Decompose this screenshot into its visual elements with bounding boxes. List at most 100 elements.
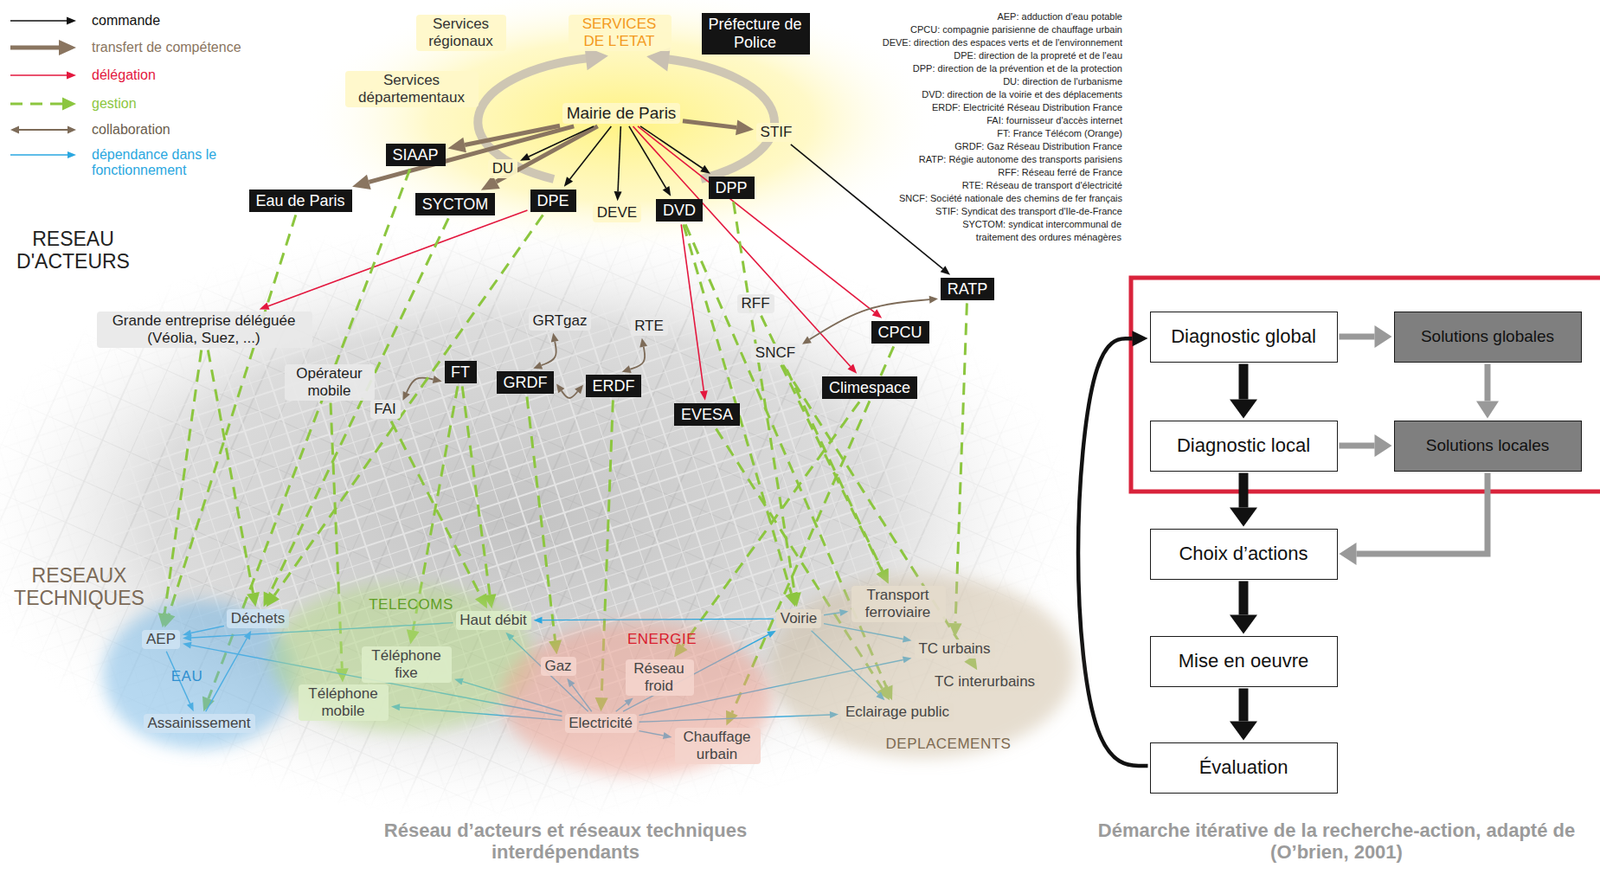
node-text: CPCU bbox=[877, 323, 924, 342]
label-holder: GRDF: Gaz Réseau Distribution France bbox=[953, 140, 1123, 154]
node-text: RATP bbox=[946, 280, 989, 299]
solution-box: Solutions locales bbox=[1394, 420, 1582, 472]
label-holder: Services départementaux bbox=[345, 70, 479, 107]
network-item: Gaz bbox=[540, 656, 577, 676]
node-text: DPE bbox=[536, 192, 571, 211]
actor-box: FT bbox=[444, 360, 477, 385]
node-text: GRTgaz bbox=[532, 312, 588, 330]
network-item: Haut débit bbox=[456, 610, 532, 630]
network-item: Téléphone fixe bbox=[361, 646, 452, 682]
flow-arrow bbox=[1239, 688, 1249, 722]
management-arrow bbox=[168, 214, 296, 615]
abbreviation-note: DU: direction de l'urbanisme bbox=[1002, 75, 1123, 89]
section-label: Services départementaux bbox=[348, 71, 475, 106]
abbreviation-note: RATP: Régie autonome des transports pari… bbox=[917, 153, 1123, 167]
node-text: Solutions globales bbox=[1420, 327, 1555, 347]
label-holder: STIF: Syndicat des transport d'Ile-de-Fr… bbox=[933, 205, 1123, 219]
network-item: Transport ferroviaire bbox=[851, 585, 946, 622]
figure-caption: Démarche itérative de la recherche-actio… bbox=[1081, 819, 1593, 864]
label-holder: RESEAUX TECHNIQUES bbox=[6, 564, 155, 611]
node-text: Préfecture de Police bbox=[707, 15, 804, 52]
actor-box: Climespace bbox=[822, 376, 918, 400]
network-item: AEP bbox=[141, 629, 180, 649]
transfer-arrow bbox=[368, 126, 574, 182]
node-text: Opérateur mobile bbox=[288, 365, 371, 399]
focus-frame bbox=[1130, 277, 1600, 492]
process-box: Mise en oeuvre bbox=[1150, 636, 1338, 688]
node-text: SYCTOM bbox=[421, 195, 489, 214]
label-holder: FAI: fournisseur d'accès internet bbox=[985, 114, 1123, 128]
flow-arrow bbox=[1339, 443, 1376, 450]
actor-name: DU bbox=[488, 159, 518, 179]
section-label: RESEAUX TECHNIQUES bbox=[6, 564, 154, 611]
collaboration-arrow bbox=[406, 378, 434, 393]
legend-sample bbox=[10, 45, 59, 51]
label-holder: DPP: direction de la prévention et de la… bbox=[911, 62, 1123, 76]
abbreviation-note: SNCF: Société nationale des chemins de f… bbox=[897, 192, 1123, 206]
abbreviation-note: RTE: Réseau de transport d'électricité bbox=[960, 179, 1123, 193]
node-text: ERDF bbox=[591, 377, 636, 396]
network-zone: EAUAEPDéchetsAssainissement bbox=[90, 588, 308, 762]
actor-name: RFF bbox=[737, 294, 775, 314]
node-text: Réseau froid bbox=[629, 660, 690, 694]
abbreviation-note: DPP: direction de la prévention et de la… bbox=[911, 62, 1123, 76]
management-arrow bbox=[164, 350, 202, 615]
legend-text: collaboration bbox=[91, 122, 172, 138]
node-text: Haut débit bbox=[459, 611, 528, 630]
connectors bbox=[164, 121, 1488, 766]
node-text: DEVE bbox=[596, 204, 638, 222]
network-item: Assainissement bbox=[143, 713, 256, 733]
management-arrow bbox=[269, 218, 449, 594]
label-holder: RATP: Régie autonome des transports pari… bbox=[917, 153, 1123, 167]
management-arrow bbox=[207, 350, 253, 594]
legend-entry: collaboration bbox=[91, 122, 172, 138]
node-text: STIF bbox=[759, 123, 793, 142]
network-item: Déchets bbox=[226, 609, 290, 629]
solution-box: Solutions globales bbox=[1394, 311, 1582, 363]
node-text: AEP bbox=[145, 630, 177, 649]
legend-entry: délégation bbox=[91, 67, 157, 84]
actor-box: GRDF bbox=[496, 371, 554, 395]
node-text: Transport ferroviaire bbox=[854, 586, 942, 621]
label-holder: AEP: adduction d'eau potable bbox=[995, 10, 1123, 24]
abbreviation-note: CPCU: compagnie parisienne de chauffage … bbox=[908, 23, 1123, 37]
abbreviation-note: ERDF: Electricité Réseau Distribution Fr… bbox=[930, 101, 1123, 115]
label-holder: SERVICES DE L'ETAT bbox=[568, 14, 672, 51]
node-text: SNCF bbox=[754, 344, 797, 362]
network-item: Chauffage urbain bbox=[674, 727, 761, 764]
legend-text: dépendance dans le fonctionnement bbox=[91, 147, 231, 180]
dependency-arrow bbox=[542, 618, 775, 621]
node-text: Diagnostic local bbox=[1176, 434, 1311, 457]
feedback-arrow bbox=[1078, 338, 1149, 766]
process-box: Évaluation bbox=[1150, 742, 1338, 794]
command-arrow bbox=[629, 126, 667, 188]
node-text: SIAAP bbox=[391, 146, 440, 165]
abbreviation-note: STIF: Syndicat des transport d'Ile-de-Fr… bbox=[933, 205, 1123, 219]
abbreviation-note: RFF: Réseau ferré de France bbox=[996, 166, 1123, 180]
abbreviation-note: DEVE: direction des espaces verts et de … bbox=[880, 36, 1123, 50]
actor-box: Préfecture de Police bbox=[701, 12, 810, 54]
legend-entry: transfert de compétence bbox=[91, 39, 243, 56]
management-arrow bbox=[733, 201, 796, 593]
figure-caption: Réseau d’acteurs et réseaux techniques i… bbox=[340, 819, 791, 864]
management-arrow bbox=[955, 302, 967, 624]
actor-name: RTE bbox=[630, 316, 669, 336]
node-text: TC urbains bbox=[918, 640, 992, 658]
network-item: Téléphone mobile bbox=[298, 684, 389, 720]
node-text: Diagnostic global bbox=[1170, 325, 1317, 347]
network-item: TC interurbains bbox=[930, 672, 1040, 692]
management-arrow bbox=[391, 421, 482, 597]
node-text: Téléphone fixe bbox=[365, 647, 448, 682]
actor-box: Eau de Paris bbox=[249, 189, 353, 213]
legend-sample bbox=[10, 102, 63, 106]
command-arrow bbox=[640, 126, 703, 169]
collaboration-arrow bbox=[561, 391, 579, 399]
collaboration-arrow bbox=[541, 341, 557, 367]
flow-arrow bbox=[1239, 364, 1249, 400]
legend-sample bbox=[10, 74, 67, 77]
flow-arrow bbox=[1239, 473, 1249, 508]
section-label: Services régionaux bbox=[419, 15, 502, 50]
